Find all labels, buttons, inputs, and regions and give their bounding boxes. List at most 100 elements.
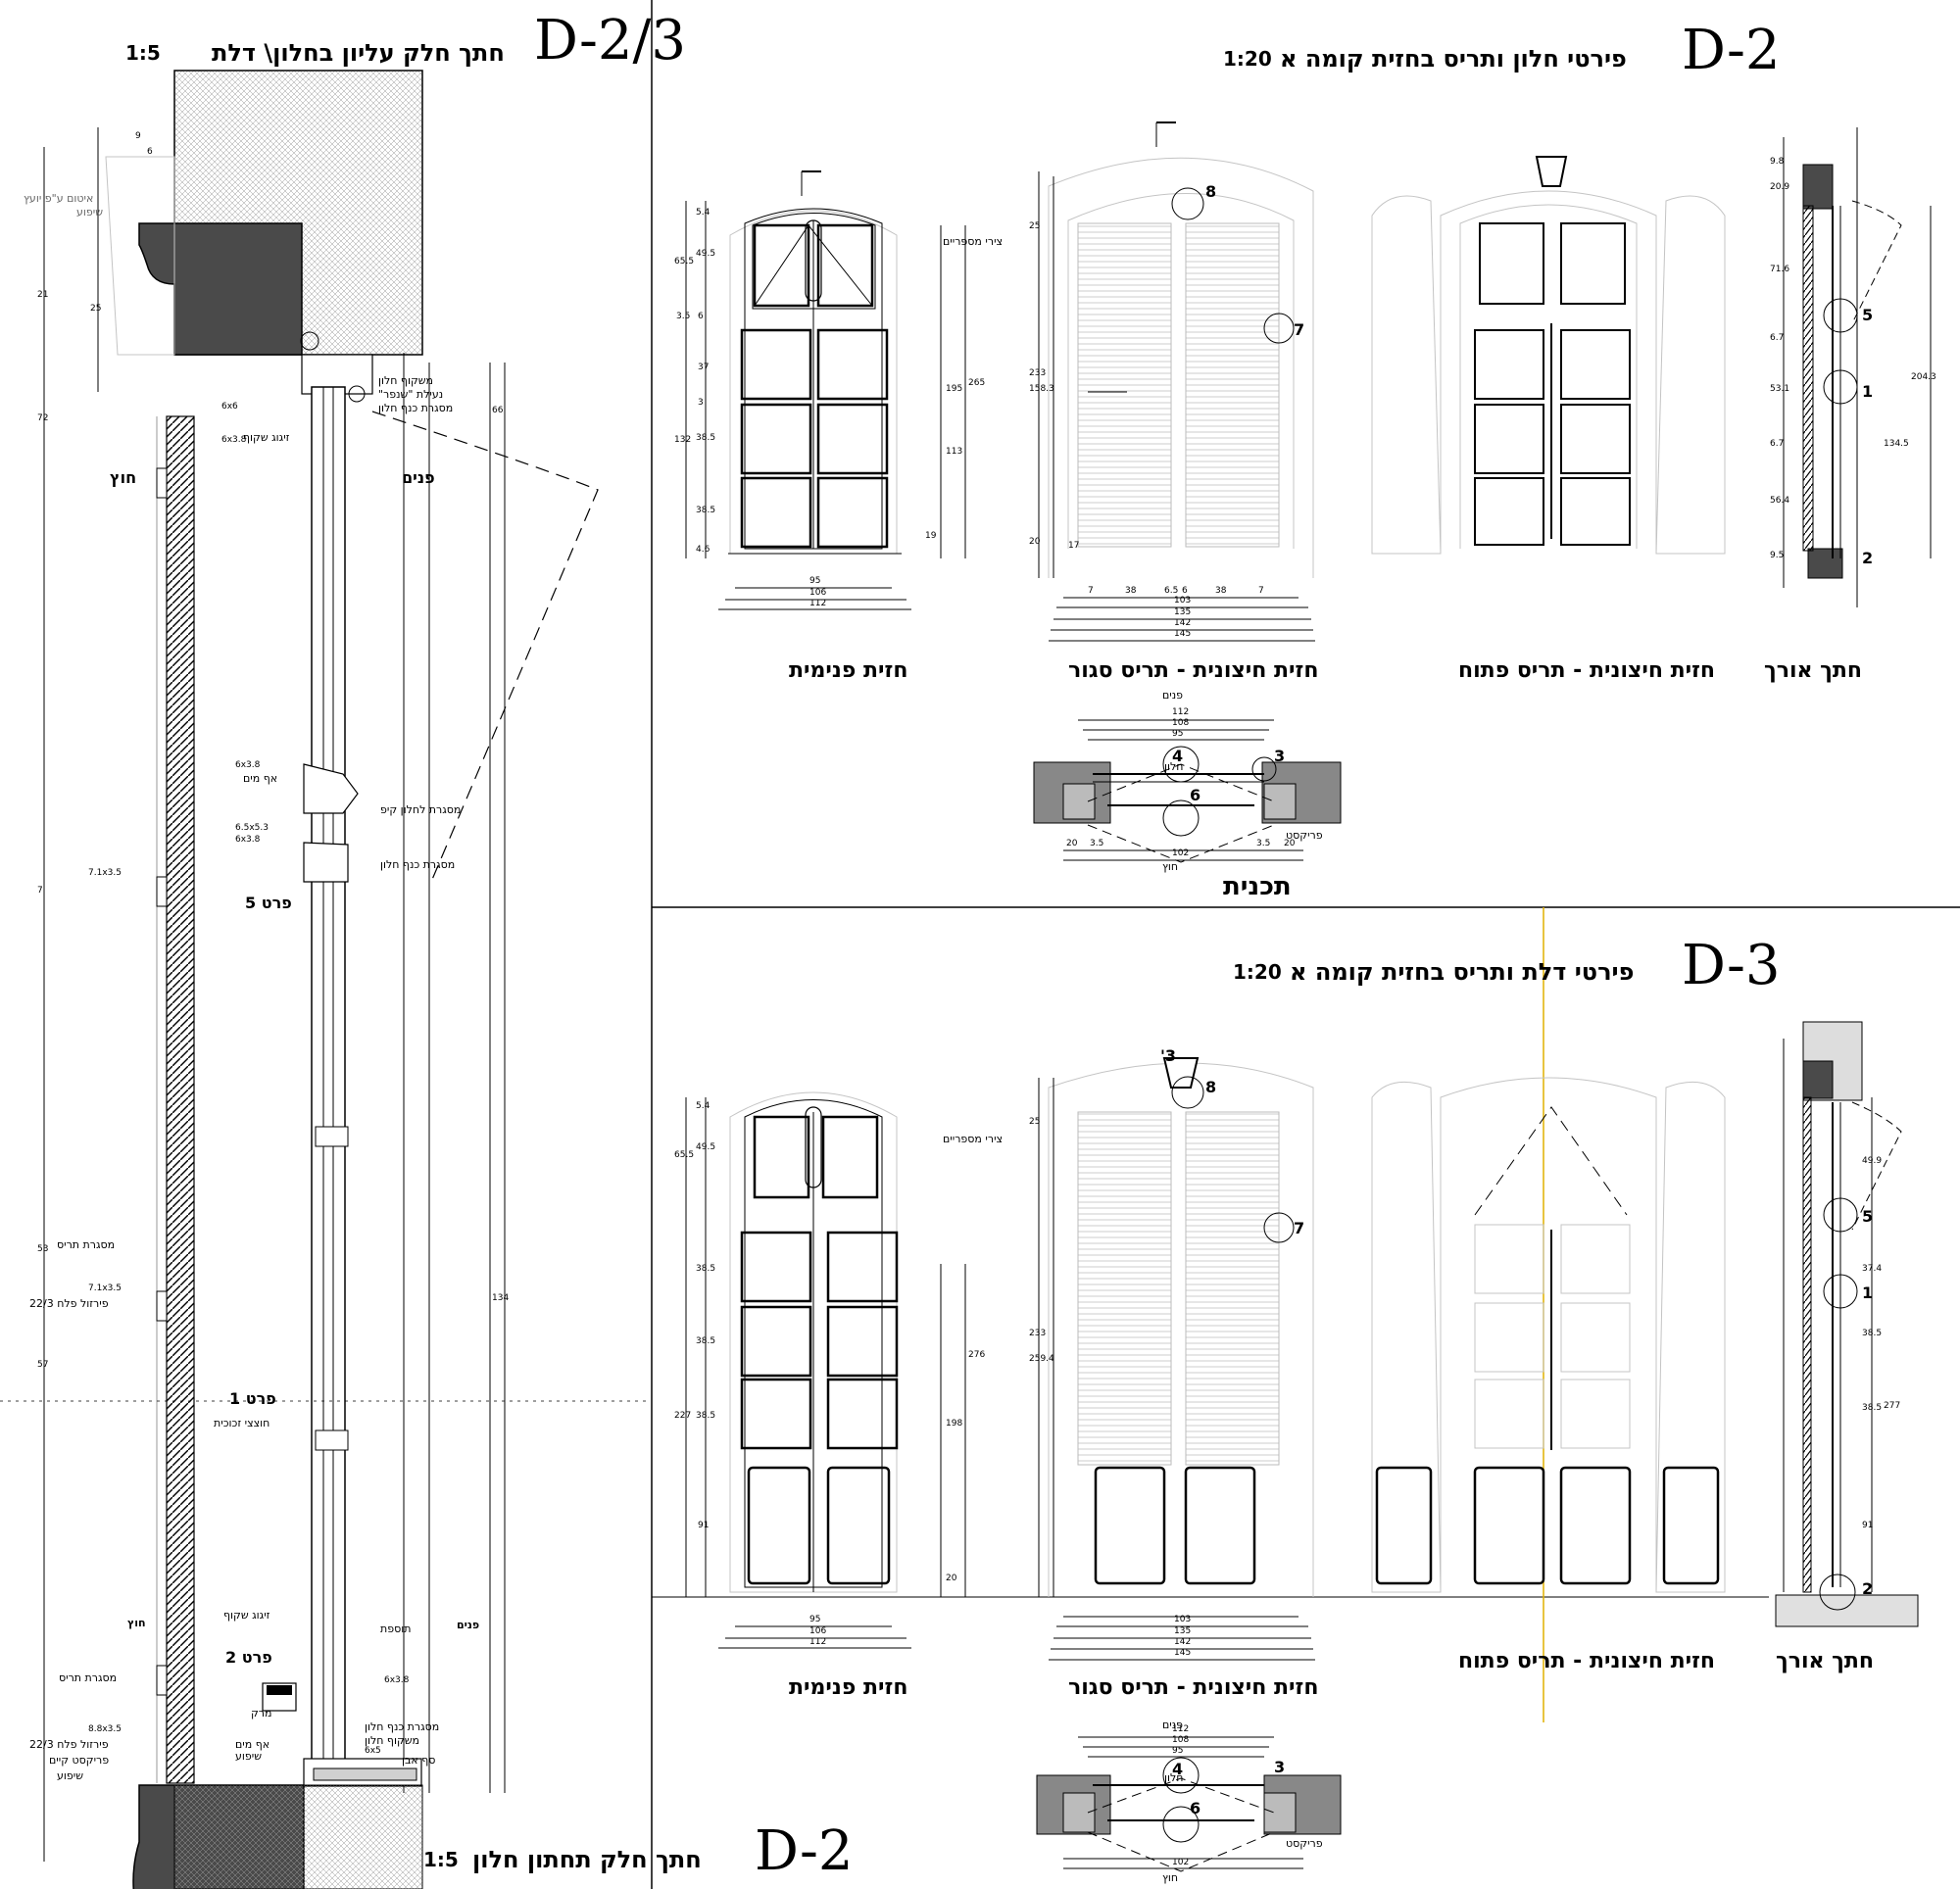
dim-hds-49-9: 49.9 xyxy=(1862,1156,1883,1166)
caption-interior-door: חזית פנימית xyxy=(789,1675,908,1700)
caption-plan: תכנית xyxy=(1223,872,1292,901)
window-interior-elevation xyxy=(685,170,966,610)
door-exterior-open-elevation xyxy=(1371,1077,1726,1593)
dim-we-38b: 38 xyxy=(1215,586,1227,596)
label-detail-5: פרט 5 xyxy=(245,894,292,912)
note-shutter-frame-1: מסגרת תריס xyxy=(57,1238,116,1251)
dim-7: 7 xyxy=(37,886,43,896)
dim-6x6: 6x6 xyxy=(221,402,238,412)
dim-hs-53-1: 53.1 xyxy=(1770,384,1790,394)
dim-h-6: 6 xyxy=(698,312,704,321)
dim-hd-276: 276 xyxy=(968,1350,986,1360)
dim-hds-38-5a: 38.5 xyxy=(1862,1329,1883,1338)
door-plan xyxy=(1036,1736,1342,1872)
dim-p-102: 102 xyxy=(1172,848,1190,858)
note-glass-spacers: חוצצי זכוכית xyxy=(214,1417,270,1429)
dim-hd-38-5b: 38.5 xyxy=(696,1336,716,1346)
dim-we-135: 135 xyxy=(1174,607,1192,617)
plan-label-prefab: פריקסט xyxy=(1286,829,1323,842)
dim-we-7a: 7 xyxy=(1088,586,1094,596)
note-clear-glazing-top: זיגוג שקוף xyxy=(243,431,290,444)
dim-dw-106: 106 xyxy=(809,1626,827,1636)
dim-7-1x3-5-a: 7.1x3.5 xyxy=(88,868,122,878)
dim-6x3-8-b: 6x3.8 xyxy=(235,760,261,770)
window-exterior-open-elevation xyxy=(1371,156,1726,555)
plan-label-window-door: חלון xyxy=(1164,1771,1184,1784)
note-window-frame-top: משקוף חלון xyxy=(378,374,434,387)
dim-we-103: 103 xyxy=(1174,596,1192,605)
dim-6x5: 6x5 xyxy=(365,1746,381,1756)
dim-p-3-5b: 3.5 xyxy=(1256,839,1271,848)
dim-hds-91: 91 xyxy=(1862,1521,1874,1530)
dim-hs-20-9: 20.9 xyxy=(1770,182,1790,192)
callout-3-plan-door: 3 xyxy=(1274,1758,1286,1776)
dim-hs-9-8: 9.8 xyxy=(1770,157,1785,167)
dim-h-5-4: 5.4 xyxy=(696,208,710,218)
dim-53: 53 xyxy=(37,1244,49,1254)
title-scale-d2: 1:20 xyxy=(1223,47,1272,71)
dim-66: 66 xyxy=(492,406,504,415)
caption-interior-window: חזית פנימית xyxy=(789,658,908,683)
dim-dp-102: 102 xyxy=(1172,1858,1190,1867)
left-section-drawing xyxy=(0,70,647,1889)
dim-we-6-5: 6.5 xyxy=(1164,586,1179,596)
dim-134: 134 xyxy=(492,1293,510,1303)
dim-h-38-5b: 38.5 xyxy=(696,506,716,515)
title-text-d2: פירטי חלון ותריס בחזית קומה א xyxy=(1280,45,1627,73)
dim-hde-233: 233 xyxy=(1029,1329,1047,1338)
caption-exterior-open-window: חזית חיצונית - תריס פתוח xyxy=(1458,658,1716,683)
dim-hs-204-3: 204.3 xyxy=(1911,372,1936,382)
callout-3-plan: 3 xyxy=(1274,747,1286,765)
dim-21: 21 xyxy=(37,290,49,300)
note-slope-drip: שיפוע xyxy=(235,1750,263,1763)
callout-7-window: 7 xyxy=(1294,320,1305,339)
label-inside-small: פנים xyxy=(457,1619,480,1631)
dim-hd-20: 20 xyxy=(946,1574,957,1583)
dim-dp-112: 112 xyxy=(1172,1724,1190,1734)
dim-dp-95: 95 xyxy=(1172,1746,1184,1756)
dim-hs-6-7b: 6.7 xyxy=(1770,439,1785,449)
title-code-d2: D-2 xyxy=(1682,19,1781,82)
label-detail-2: פרט 2 xyxy=(225,1648,272,1667)
title-code-d3: D-3 xyxy=(1682,934,1781,997)
door-longitudinal-section xyxy=(1775,1021,1919,1627)
dim-w-95: 95 xyxy=(809,576,821,586)
dim-8-8x3-5: 8.8x3.5 xyxy=(88,1724,122,1734)
callout-7-door: 7 xyxy=(1294,1219,1305,1237)
label-outside: חוץ xyxy=(110,468,137,487)
label-detail-1: פרט 1 xyxy=(229,1389,276,1408)
callout-6-plan-door: 6 xyxy=(1190,1799,1201,1817)
dim-we-7b: 7 xyxy=(1258,586,1264,596)
note-sash-frame-top: מסגרת כנף חלון xyxy=(378,402,454,414)
dim-he-17: 17 xyxy=(1068,541,1080,551)
dim-h-19: 19 xyxy=(925,531,937,541)
dim-h-265: 265 xyxy=(968,378,986,388)
dim-h-65-5: 65.5 xyxy=(674,257,695,266)
dim-6-5x5-3: 6.5x5.3 xyxy=(235,823,269,833)
dim-dwe-145: 145 xyxy=(1174,1648,1192,1658)
dim-h-38-5a: 38.5 xyxy=(696,433,716,443)
dim-dw-112: 112 xyxy=(809,1637,827,1647)
dim-6x3-8-c: 6x3.8 xyxy=(235,835,261,845)
caption-section-window: חתך אורך xyxy=(1764,658,1863,683)
plan-label-outside-door: חוץ xyxy=(1162,1871,1179,1884)
note-shutter-frame-2: מסגרת תריס xyxy=(59,1671,118,1684)
dim-hd-227: 227 xyxy=(674,1411,692,1421)
window-longitudinal-section xyxy=(1783,127,1932,607)
dim-6x3-8-a: 6x3.8 xyxy=(221,435,247,445)
dim-dwe-142: 142 xyxy=(1174,1637,1192,1647)
title-text-d2-bottom: חתך חלק תחתון חלון xyxy=(472,1846,702,1873)
dim-hd-5-4: 5.4 xyxy=(696,1101,710,1111)
note-hardware-2: פירזול פלח 22/3 xyxy=(29,1738,109,1751)
note-putty: מרק xyxy=(251,1707,272,1719)
dim-he-158-3: 158.3 xyxy=(1029,384,1054,394)
note-sash-frame-bottom: מסגרת כנף חלון xyxy=(365,1720,440,1733)
dim-6x3-8-d: 6x3.8 xyxy=(384,1675,410,1685)
dim-hs-71-6: 71.6 xyxy=(1770,265,1790,274)
dim-he-25: 25 xyxy=(1029,221,1041,231)
note-scissor-hinges-door: צירי מספריים xyxy=(943,1133,1004,1145)
note-addition: תוספת xyxy=(380,1623,412,1635)
callout-8-door: 8 xyxy=(1205,1078,1217,1096)
callout-1-window: 1 xyxy=(1862,382,1874,401)
